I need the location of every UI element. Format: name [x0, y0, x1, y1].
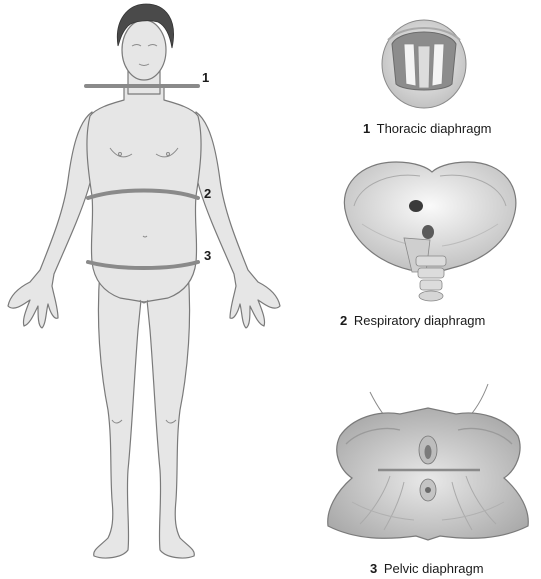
head [122, 20, 166, 80]
human-body-figure [8, 20, 280, 558]
marker-3: 3 [204, 248, 211, 263]
caption-pelvic: 3 Pelvic diaphragm [370, 561, 484, 576]
pelvic-diaphragm-illustration [328, 384, 529, 540]
caption-thoracic: 1 Thoracic diaphragm [363, 121, 492, 136]
caption-respiratory: 2 Respiratory diaphragm [340, 313, 485, 328]
left-arm [8, 112, 100, 328]
thoracic-diaphragm-illustration [382, 20, 466, 108]
right-leg [146, 270, 194, 558]
right-arm [188, 112, 280, 328]
respiratory-diaphragm-illustration [344, 162, 516, 301]
left-leg [94, 270, 142, 558]
marker-1: 1 [202, 70, 209, 85]
marker-2: 2 [204, 186, 211, 201]
